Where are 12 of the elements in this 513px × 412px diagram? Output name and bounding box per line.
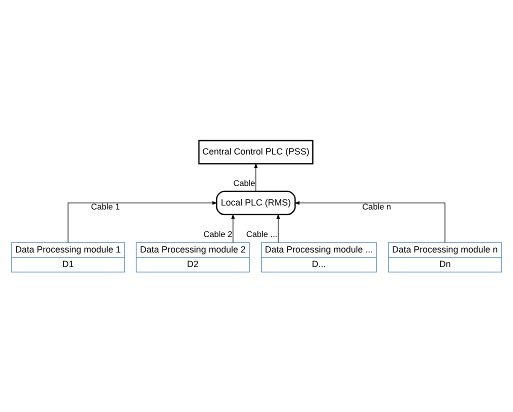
node-box: Central Control PLC (PSS)	[198, 139, 314, 164]
arrow	[276, 213, 280, 242]
edge-label: Cable 1	[91, 201, 120, 212]
arrow	[294, 200, 446, 242]
arrow	[231, 213, 235, 242]
edge-label: Cable ...	[246, 228, 278, 239]
edge-label: Cable	[233, 178, 256, 188]
arrow	[68, 200, 218, 242]
edge-label: Cable n	[362, 201, 392, 212]
node-box: Local PLC (RMS)	[216, 190, 296, 215]
edge-label: Cable 2	[203, 228, 232, 239]
arrow	[254, 162, 258, 191]
